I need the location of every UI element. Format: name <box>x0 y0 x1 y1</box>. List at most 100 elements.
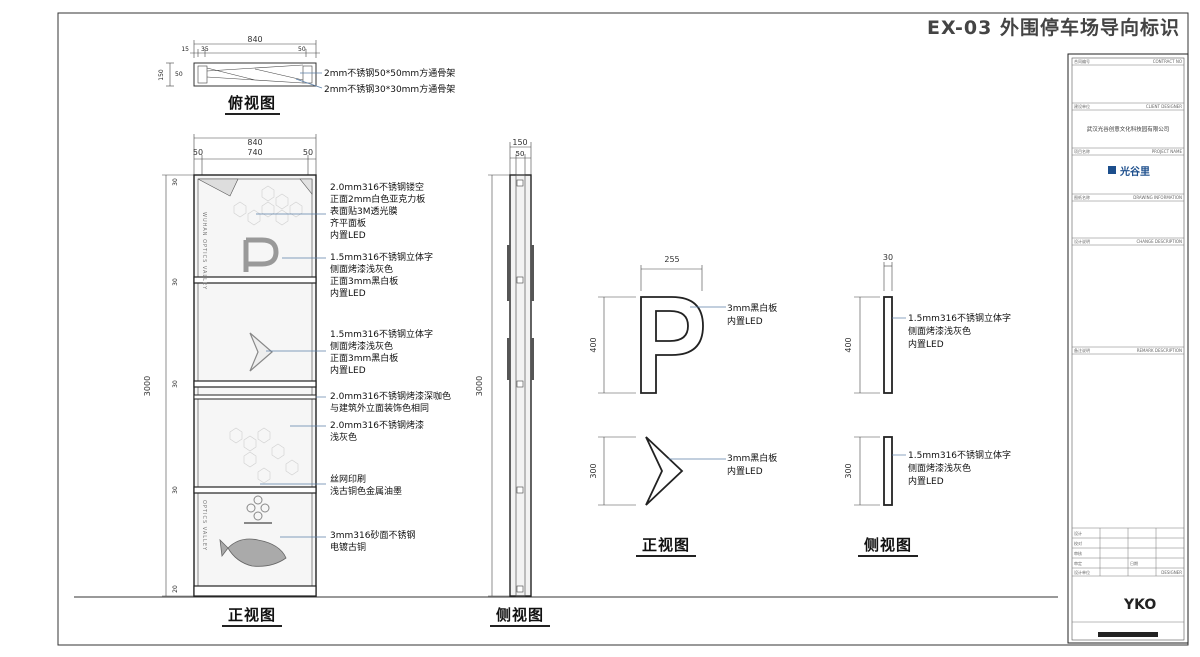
front-dim-total: 840 <box>247 138 262 147</box>
top-dim-right: 50 <box>298 46 306 53</box>
detail-dim-p-height: 400 <box>589 337 598 352</box>
front-arrow-symbol <box>249 332 273 372</box>
front-vertical-text-bottom: OPTICS VALLEY <box>201 500 207 551</box>
side-dim-inner: 50 <box>516 150 525 158</box>
title-block: 合同编号 CONTRACT NO 建设单位 CLIENT DESIGNER 武汉… <box>1067 53 1189 644</box>
side-dim-total: 150 <box>512 138 527 147</box>
whale-icon <box>219 538 287 567</box>
side-arrow-right <box>531 338 534 380</box>
hex-pattern-mid <box>229 427 299 484</box>
top-view: 840 15 35 50 150 50 2mm不锈钢50*50mm方通骨架 2m… <box>158 35 455 115</box>
tb-client-name: 武汉光谷创意文化科技园有限公司 <box>1087 125 1170 133</box>
tb-drawing-code: DRAWING INFORMATION <box>1133 195 1182 200</box>
top-dim-left2: 35 <box>201 46 209 53</box>
top-dim-left: 15 <box>181 46 189 53</box>
tb-project-code: PROJECT NAME <box>1152 149 1183 154</box>
side-p-letter-right <box>531 245 534 301</box>
top-note-2: 2mm不锈钢30*30mm方通骨架 <box>324 83 455 95</box>
detail-side-label: 侧视图 <box>864 536 912 554</box>
front-dim-30-b: 30 <box>172 278 179 286</box>
tb-bottom-bar <box>1098 632 1158 637</box>
tb-client-label: 建设单位 <box>1074 103 1090 109</box>
front-note-3-line-3: 正面3mm黑白板 <box>330 352 398 364</box>
detail-side-p-note-1: 1.5mm316不锈钢立体字 <box>908 312 1011 324</box>
tb-row-design: 设计 <box>1074 530 1082 536</box>
top-dim-h2: 50 <box>175 71 183 78</box>
front-dim-height: 3000 <box>143 376 152 396</box>
tb-remark-code: REMARK DESCRIPTION <box>1137 348 1182 353</box>
detail-side-dim-arrow-height: 300 <box>844 463 853 478</box>
side-arrow-left <box>507 338 510 380</box>
front-dim-left: 50 <box>193 148 203 157</box>
tb-designer-label: 设计单位 <box>1074 569 1090 575</box>
detail-dim-width: 255 <box>664 255 679 264</box>
tb-row-check: 校对 <box>1074 540 1082 546</box>
sheet-title: EX-03 外围停车场导向标识 <box>927 16 1180 39</box>
top-view-label: 俯视图 <box>228 94 276 112</box>
tb-project-logo-text: 光谷里 <box>1119 165 1150 178</box>
project-logo-mark <box>1108 166 1116 174</box>
front-view-label: 正视图 <box>228 606 276 624</box>
tb-remark-label: 备注说明 <box>1074 347 1090 353</box>
side-p-letter-left <box>507 245 510 301</box>
detail-side-arrow-note-2: 侧面烤漆浅灰色 <box>908 462 971 474</box>
front-dim-30-d: 30 <box>172 486 179 494</box>
tb-row-approve: 审定 <box>1074 560 1082 566</box>
front-view: 840 50 740 50 3000 30 30 30 30 20 <box>143 134 451 627</box>
front-rail-1 <box>193 276 317 284</box>
front-dim-30-a: 30 <box>172 178 179 186</box>
flower-logo <box>244 495 272 524</box>
front-dim-30-c: 30 <box>172 380 179 388</box>
hex-pattern-top <box>233 185 303 226</box>
detail-p-letter <box>640 296 704 394</box>
side-dim-height: 3000 <box>475 376 484 396</box>
detail-side-arrow-profile <box>883 436 893 506</box>
detail-side-dim-p-height: 400 <box>844 337 853 352</box>
top-frame <box>193 62 317 87</box>
detail-front-arrow-note-1: 3mm黑白板 <box>727 452 777 464</box>
front-note-1-line-2: 正面2mm白色亚克力板 <box>330 193 425 205</box>
top-dim-total: 840 <box>247 35 262 44</box>
front-rail-2 <box>193 380 317 388</box>
front-note-1-line-5: 内置LED <box>330 229 366 241</box>
front-dim-20: 20 <box>172 585 179 593</box>
detail-front-view: 255 400 3mm黑白板 内置LED 300 3mm黑白板 内置LED 正视… <box>589 255 777 557</box>
top-dim-h1: 150 <box>158 69 165 81</box>
tb-design-label: 设计说明 <box>1074 238 1090 244</box>
front-note-4-line-1: 2.0mm316不锈钢烤漆深咖色 <box>330 390 451 402</box>
detail-front-p-note-2: 内置LED <box>727 315 763 327</box>
tb-row-review: 审核 <box>1074 550 1082 556</box>
top-note-1: 2mm不锈钢50*50mm方通骨架 <box>324 67 455 79</box>
front-note-2-line-2: 侧面烤漆浅灰色 <box>330 263 393 275</box>
front-note-7-line-2: 电镀古铜 <box>330 541 366 553</box>
front-note-5-line-2: 浅灰色 <box>330 431 357 443</box>
detail-side-arrow-note-3: 内置LED <box>908 475 944 487</box>
front-note-6-line-2: 浅古铜色金属油墨 <box>330 485 402 497</box>
tb-project-label: 项目名称 <box>1074 148 1090 154</box>
detail-dim-arrow-height: 300 <box>589 463 598 478</box>
detail-front-label: 正视图 <box>642 536 690 554</box>
front-note-1-line-1: 2.0mm316不锈钢镂空 <box>330 181 424 193</box>
detail-arrow-symbol <box>645 436 684 506</box>
front-note-2-line-4: 内置LED <box>330 287 366 299</box>
front-note-1-line-3: 表面贴3M透光膜 <box>330 205 398 217</box>
front-note-3-line-2: 侧面烤漆浅灰色 <box>330 340 393 352</box>
detail-side-p-note-3: 内置LED <box>908 338 944 350</box>
detail-side-arrow-note-1: 1.5mm316不锈钢立体字 <box>908 449 1011 461</box>
detail-front-arrow-note-2: 内置LED <box>727 465 763 477</box>
tb-drawing-label: 图纸名称 <box>1074 194 1090 200</box>
front-rail-5 <box>193 585 317 597</box>
front-note-4-line-2: 与建筑外立面装饰色相同 <box>330 402 429 414</box>
tb-designer-logo: YKO <box>1123 597 1156 613</box>
tb-contract-label: 合同编号 <box>1074 58 1090 64</box>
detail-side-dim-thickness: 30 <box>883 253 893 262</box>
tb-client-code: CLIENT DESIGNER <box>1146 104 1182 109</box>
front-vertical-text-top: WUHAN OPTICS VALLEY <box>201 212 207 290</box>
front-p-symbol <box>243 237 279 272</box>
side-view-label: 侧视图 <box>496 606 544 624</box>
front-note-3-line-4: 内置LED <box>330 364 366 376</box>
front-note-5-line-1: 2.0mm316不锈钢烤漆 <box>330 419 424 431</box>
front-note-2-line-1: 1.5mm316不锈钢立体字 <box>330 251 433 263</box>
front-dim-right: 50 <box>303 148 313 157</box>
